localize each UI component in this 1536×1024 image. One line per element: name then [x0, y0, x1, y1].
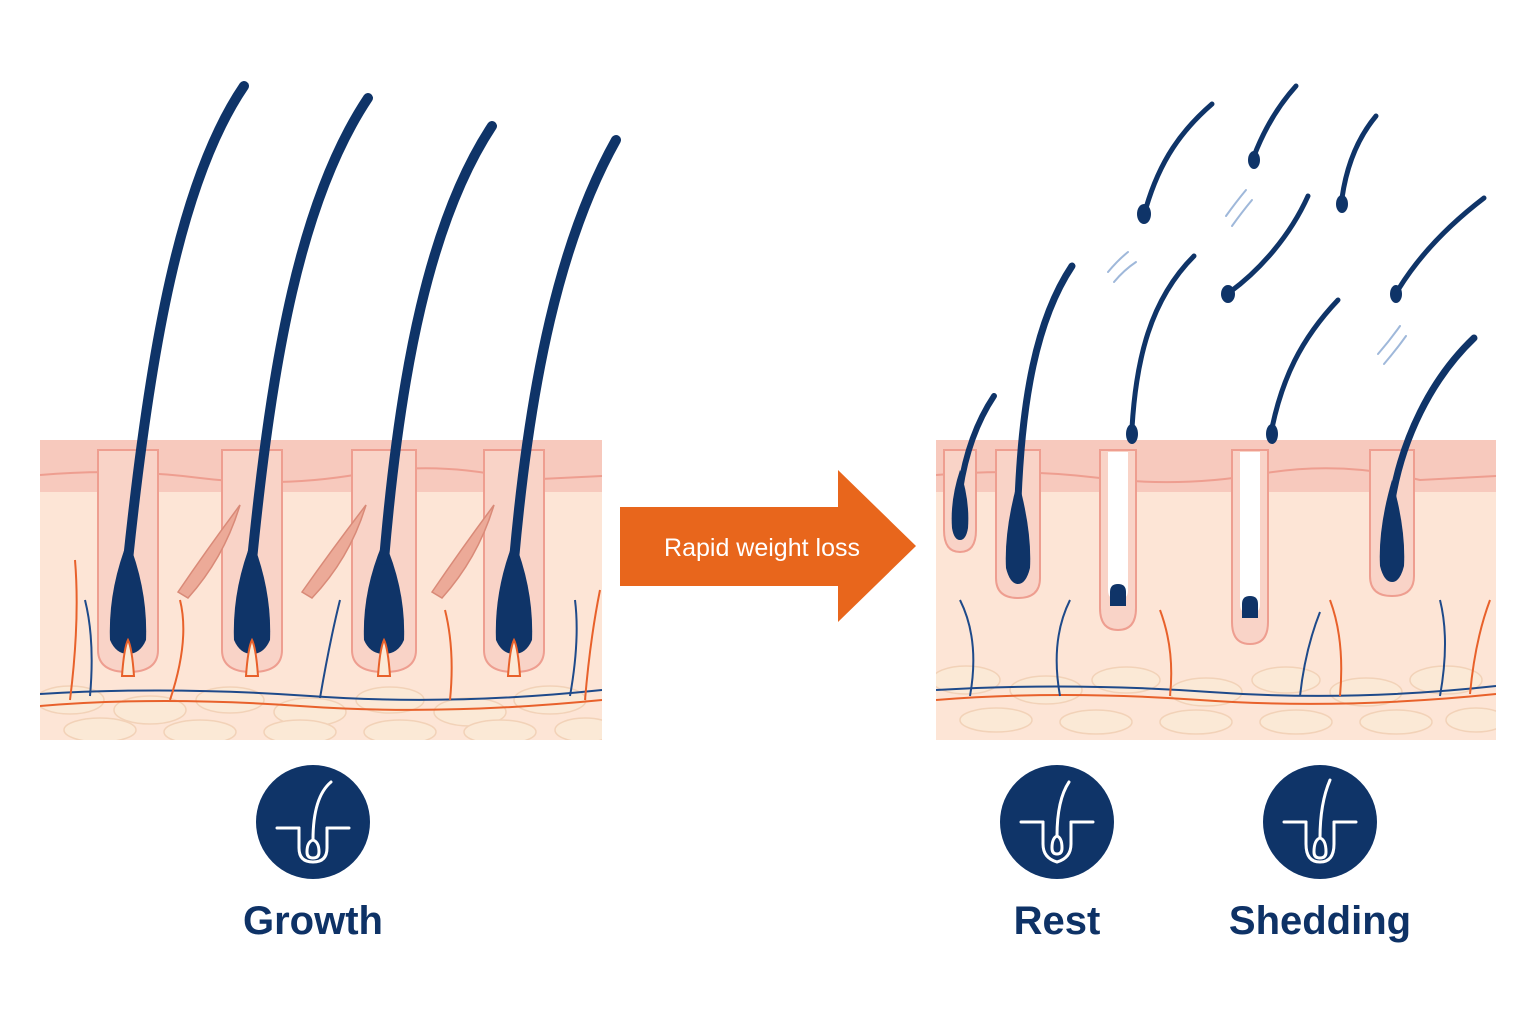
motion-lines	[1107, 189, 1407, 365]
transition-arrow-label: Rapid weight loss	[664, 534, 860, 562]
arrector-pili-muscles	[176, 504, 495, 599]
shedding-blood-vessels	[936, 599, 1496, 705]
rest-stage-label: Rest	[1014, 899, 1101, 943]
resting-hair-roots	[951, 470, 1405, 618]
growth-papillae	[120, 637, 522, 677]
growth-skin-cross-section	[40, 440, 602, 740]
shedding-stage-label: Shedding	[1229, 899, 1411, 943]
growth-hair-bulbs	[109, 540, 533, 654]
resting-hair-shafts	[957, 262, 1478, 504]
hair-follicle-rest-icon	[1000, 765, 1114, 879]
hair-follicle-shedding-icon	[1263, 765, 1377, 879]
empty-follicle-openings	[1108, 452, 1260, 614]
growth-blood-vessels	[40, 559, 602, 711]
falling-hairs	[1107, 83, 1487, 444]
growth-stage-label: Growth	[243, 899, 383, 943]
transition-arrow: Rapid weight loss	[620, 470, 916, 622]
hair-follicle-growth-icon	[256, 765, 370, 879]
growth-hair-shafts	[123, 81, 621, 565]
